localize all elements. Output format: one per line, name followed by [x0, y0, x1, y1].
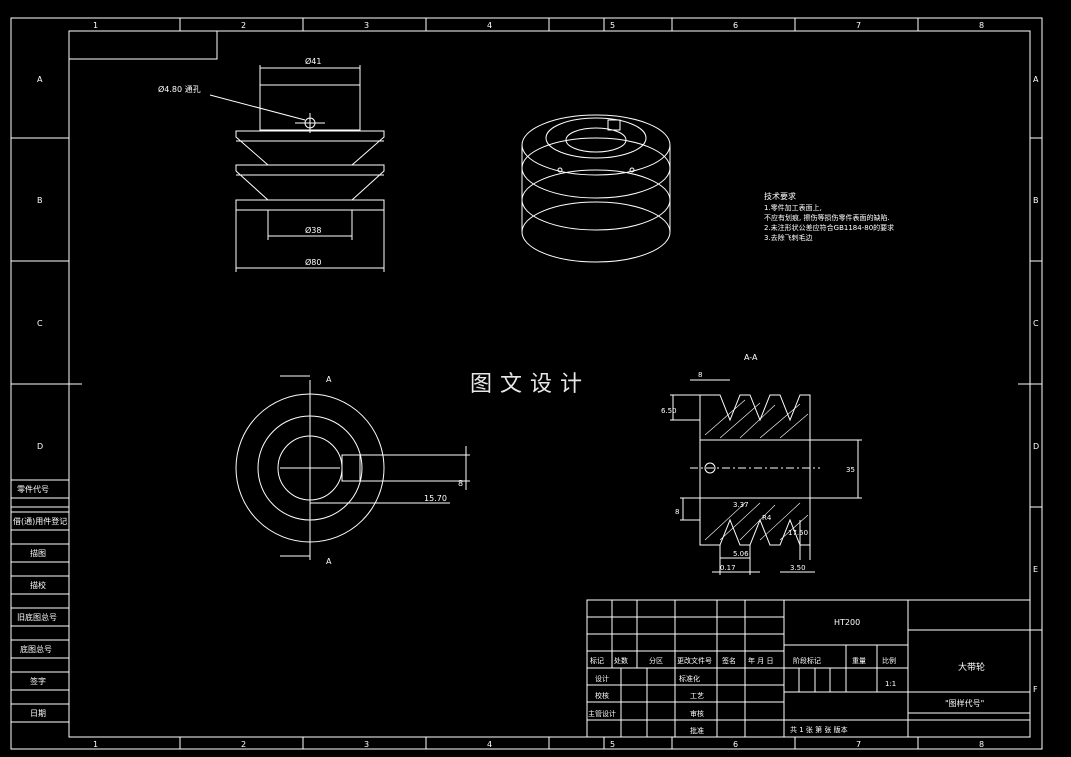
row-label-D-right: D [1033, 442, 1039, 451]
row-label-C-right: C [1033, 319, 1039, 328]
row-label-C-left: C [37, 319, 43, 328]
dim-hole-label: Ø4.80 通孔 [158, 84, 201, 94]
section-view: A-A 8 6.50 35 8 3.37 17.50 5.06 0.17 3.5… [661, 353, 862, 575]
row-label-D-left: D [37, 442, 43, 451]
tech-req-line-4: 3.去除飞刺毛边 [764, 233, 813, 242]
dim-length-label: 15.70 [424, 494, 447, 503]
column-label-3-top: 3 [364, 21, 369, 30]
dim-key-label: 8 [458, 479, 463, 488]
hdr-mark: 标记 [590, 656, 604, 665]
column-label-1-bottom: 1 [93, 740, 98, 749]
role-design: 设计 [595, 674, 609, 683]
column-label-6-bottom: 6 [733, 740, 738, 749]
left-label-7: 签字 [30, 676, 46, 686]
hdr-sign: 签名 [722, 656, 736, 665]
row-label-A-right: A [1033, 75, 1039, 84]
role-process: 工艺 [690, 692, 704, 700]
tech-req-title: 技术要求 [764, 191, 796, 201]
dim-mid-label: Ø38 [305, 225, 321, 235]
dim-5: 3.37 [733, 501, 749, 509]
left-label-5: 旧底图总号 [17, 612, 57, 622]
column-label-2-bottom: 2 [241, 740, 246, 749]
stage-scale: 比例 [882, 656, 896, 665]
left-label-8: 日期 [30, 709, 46, 718]
sheet-info: 共 1 张 第 张 版本 [790, 725, 848, 734]
hdr-date: 年 月 日 [748, 656, 773, 665]
role-standard: 标准化 [679, 674, 700, 683]
dim-1: 8 [698, 371, 702, 379]
column-label-4-bottom: 4 [487, 740, 492, 749]
role-approve: 批准 [690, 726, 704, 735]
tech-req-line-3: 2.未注形状公差应符合GB1184-80的要求 [764, 223, 894, 232]
column-label-6-top: 6 [733, 21, 738, 30]
tech-req-line-2: 不应有划痕, 擦伤等损伤零件表面的缺陷. [764, 213, 890, 222]
role-chief: 主管设计 [588, 709, 616, 718]
dim-10: R4 [762, 514, 772, 522]
column-label-5-top: 5 [610, 21, 615, 30]
left-label-3: 描图 [30, 548, 46, 558]
dim-6: 17.50 [788, 529, 808, 537]
stage-mark: 阶段标记 [793, 656, 821, 665]
left-label-4: 描校 [30, 580, 46, 590]
material: HT200 [834, 618, 860, 627]
scale: 1:1 [885, 680, 896, 688]
row-label-B-right: B [1033, 196, 1039, 205]
dim-2: 6.50 [661, 407, 677, 415]
front-view: Ø41 Ø4.80 通孔 Ø38 Ø80 [158, 56, 385, 272]
row-label-B-left: B [37, 196, 43, 205]
tech-requirements: 技术要求 1.零件加工表面上, 不应有划痕, 擦伤等损伤零件表面的缺陷. 2.未… [764, 191, 894, 242]
left-label-1: 零件代号 [17, 484, 49, 494]
drawing-code: "图样代号" [945, 698, 984, 708]
dim-top-label: Ø41 [305, 56, 321, 66]
column-label-3-bottom: 3 [364, 740, 369, 749]
column-label-5-bottom: 5 [610, 740, 615, 749]
section-mark-top: A [326, 375, 332, 384]
stage-weight: 重量 [852, 657, 866, 665]
hdr-zone: 分区 [649, 656, 663, 665]
row-label-A-left: A [37, 75, 43, 84]
role-review: 审核 [690, 709, 704, 718]
section-title: A-A [744, 353, 758, 362]
part-name: 大带轮 [958, 661, 985, 673]
column-label-1-top: 1 [93, 21, 98, 30]
section-mark-bottom: A [326, 557, 332, 566]
dim-4: 8 [675, 508, 679, 516]
dim-9: 3.50 [790, 564, 806, 572]
row-label-E-right: E [1033, 565, 1038, 574]
code-frame [68, 30, 218, 60]
role-check: 校核 [595, 691, 609, 700]
column-label-4-top: 4 [487, 21, 492, 30]
isometric-view [521, 114, 671, 263]
column-label-7-top: 7 [856, 21, 861, 30]
left-table: 零件代号 借(通)用件登记 描图 描校 旧底图总号 底图总号 签字 日期 [11, 479, 69, 723]
tech-req-line-1: 1.零件加工表面上, [764, 203, 822, 212]
dim-7: 5.06 [733, 550, 749, 558]
dim-3: 35 [846, 466, 855, 474]
dim-bottom-label: Ø80 [305, 257, 321, 267]
left-label-6: 底图总号 [20, 644, 52, 654]
row-label-F-right: F [1033, 685, 1038, 694]
dim-8: 0.17 [720, 564, 736, 572]
hdr-count: 处数 [614, 656, 628, 665]
watermark: 图文设计 [470, 372, 591, 397]
column-ticks [11, 18, 1042, 749]
column-label-8-top: 8 [979, 21, 984, 30]
column-label-2-top: 2 [241, 21, 246, 30]
title-block: HT200 大带轮 "图样代号" 1:1 标记 处数 分区 更改文件号 签名 年… [586, 599, 1031, 738]
hdr-change-doc: 更改文件号 [677, 656, 712, 665]
left-label-2: 借(通)用件登记 [13, 516, 67, 526]
column-label-7-bottom: 7 [856, 740, 861, 749]
end-view: A A 8 15.70 [235, 375, 470, 566]
column-label-8-bottom: 8 [979, 740, 984, 749]
